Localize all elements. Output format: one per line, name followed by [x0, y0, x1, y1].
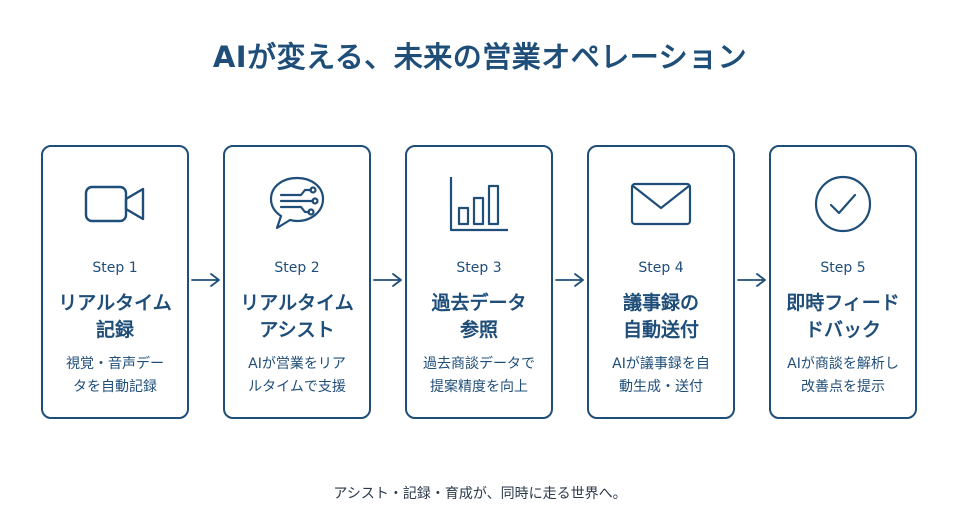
step-title: 即時フィード ドバック: [786, 292, 900, 341]
step-label: Step 3: [456, 260, 502, 276]
video-camera-icon: [43, 171, 187, 237]
step-label: Step 4: [638, 260, 684, 276]
step-card-2: Step 2 リアルタイム アシスト AIが営業をリア ルタイムで支援: [223, 145, 371, 419]
chat-bubble-circuit-icon: [225, 171, 369, 237]
step-card-3: Step 3 過去データ 参照 過去商談データで 提案精度を向上: [405, 145, 553, 419]
step-description: AIが営業をリア ルタイムで支援: [248, 356, 346, 395]
step-card-5: Step 5 即時フィード ドバック AIが商談を解析し 改善点を提示: [769, 145, 917, 419]
envelope-icon: [589, 171, 733, 237]
step-description: AIが議事録を自 動生成・送付: [612, 356, 710, 395]
checkmark-circle-icon: [771, 171, 915, 237]
step-label: Step 5: [820, 260, 866, 276]
arrow-right-icon: [737, 273, 766, 287]
step-description: 過去商談データで 提案精度を向上: [423, 356, 535, 395]
step-card-1: Step 1 リアルタイム 記録 視覚・音声デー タを自動記録: [41, 145, 189, 419]
step-title: 議事録の 自動送付: [622, 292, 699, 341]
arrow-right-icon: [555, 273, 584, 287]
bar-chart-icon: [407, 171, 551, 237]
step-title: リアルタイム 記録: [58, 292, 172, 341]
step-card-4: Step 4 議事録の 自動送付 AIが議事録を自 動生成・送付: [587, 145, 735, 419]
process-steps: Step 1 リアルタイム 記録 視覚・音声デー タを自動記録 Step 2 リ…: [41, 145, 921, 421]
step-description: AIが商談を解析し 改善点を提示: [787, 356, 899, 395]
arrow-right-icon: [191, 273, 220, 287]
arrow-right-icon: [373, 273, 402, 287]
footer-tagline: アシスト・記録・育成が、同時に走る世界へ。: [333, 486, 627, 502]
step-description: 視覚・音声デー タを自動記録: [66, 356, 164, 395]
step-label: Step 1: [92, 260, 138, 276]
step-label: Step 2: [274, 260, 320, 276]
step-title: リアルタイム アシスト: [240, 292, 354, 341]
step-title: 過去データ 参照: [431, 292, 527, 341]
page-title: AIが変える、未来の営業オペレーション: [212, 40, 748, 74]
